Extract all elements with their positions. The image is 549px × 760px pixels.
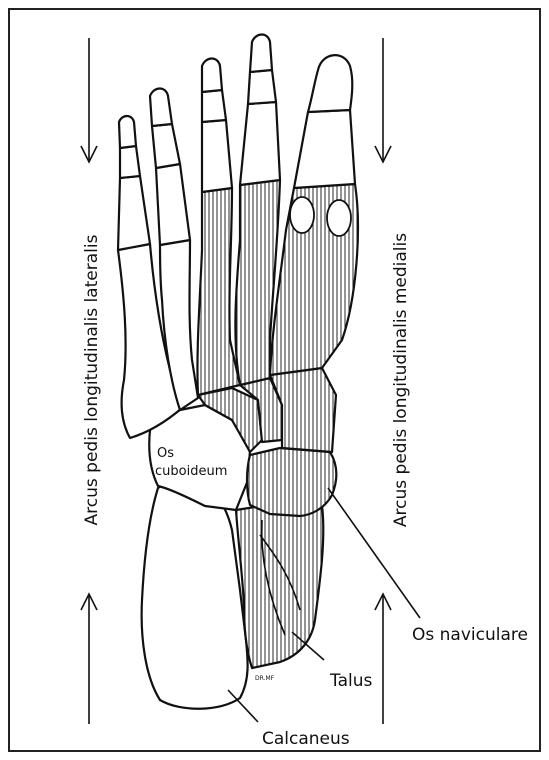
toe-4-proximal	[156, 164, 190, 245]
toe-4-middle	[152, 124, 180, 168]
toe-1-distal	[308, 55, 352, 112]
arrow-top-left	[81, 38, 97, 162]
toe-5-distal	[119, 116, 136, 148]
toe-5-middle	[120, 146, 140, 178]
sesamoid-lateral	[290, 197, 314, 233]
talus-bone	[236, 500, 323, 668]
toe-2-proximal	[240, 102, 280, 185]
lateral-arch-label: Arcus pedis longitudinalis lateralis	[82, 234, 102, 525]
toe-3-distal	[202, 59, 222, 93]
toe-2-middle	[248, 70, 276, 104]
arrow-bottom-left	[81, 594, 97, 724]
toe-3-proximal	[202, 120, 232, 192]
navicular-bone	[247, 448, 336, 516]
calcaneus-leader-line	[228, 690, 258, 722]
toe-3-middle	[202, 90, 226, 122]
toe-1-proximal	[294, 110, 355, 188]
toe-5-proximal	[118, 176, 150, 250]
cuboid-label-line2: cuboideum	[155, 464, 227, 479]
cuboid-label-line1: Os	[157, 446, 174, 461]
sesamoid-medial	[327, 200, 351, 236]
calcaneus-bone	[142, 481, 248, 708]
arrow-bottom-right	[375, 594, 391, 724]
calcaneus-label: Calcaneus	[262, 729, 350, 749]
toe-2-distal	[250, 35, 272, 73]
talus-label: Talus	[329, 671, 372, 691]
toe-4-distal	[150, 89, 172, 127]
navicular-label: Os naviculare	[412, 625, 528, 645]
arrow-top-right	[375, 38, 391, 162]
medial-arch-label: Arcus pedis longitudinalis medialis	[391, 233, 411, 527]
artist-signature: DR.MF	[255, 675, 275, 682]
metatarsal-3-bone	[197, 188, 240, 395]
